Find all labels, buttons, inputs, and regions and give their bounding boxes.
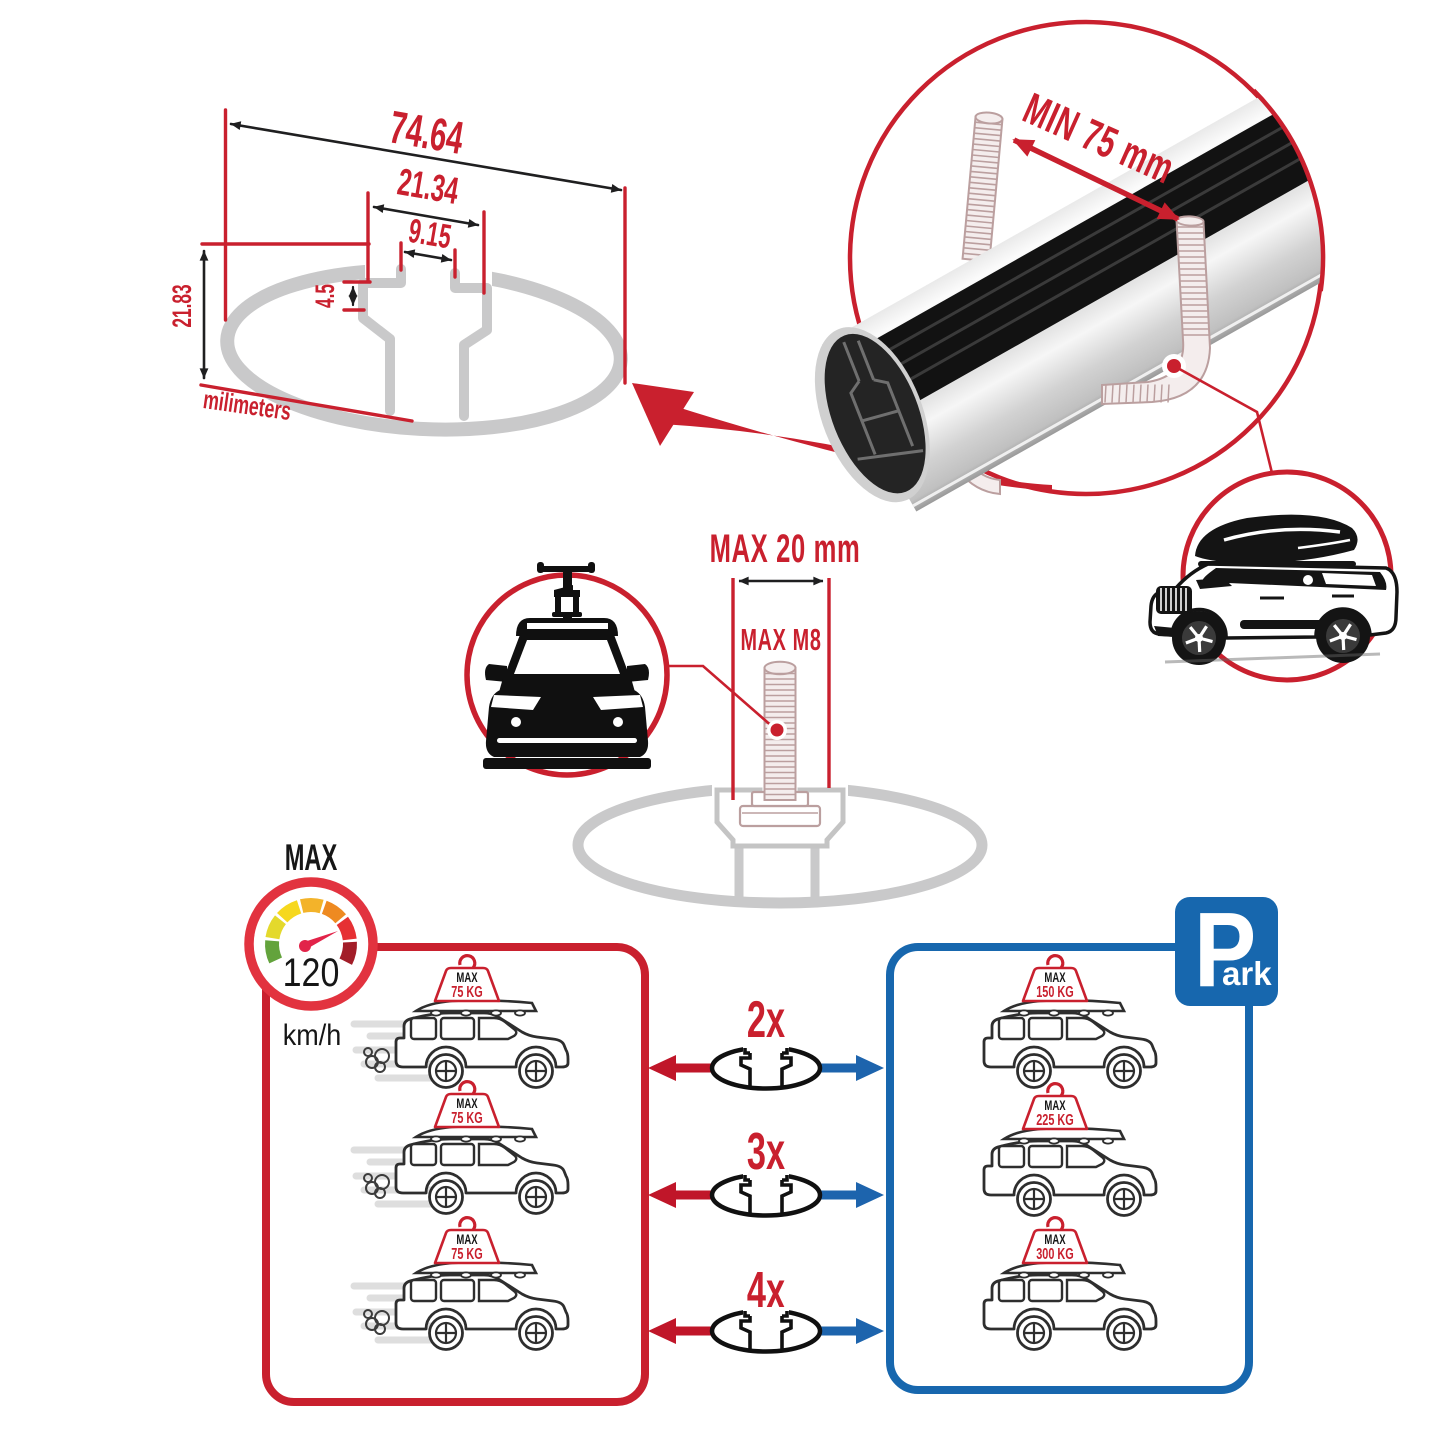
svg-text:MAX: MAX (1044, 1231, 1065, 1247)
svg-text:MAX M8: MAX M8 (741, 621, 822, 657)
svg-text:300 KG: 300 KG (1036, 1245, 1073, 1263)
svg-text:75 KG: 75 KG (451, 983, 482, 1001)
svg-text:MAX: MAX (456, 1095, 477, 1111)
svg-text:ark: ark (1222, 955, 1272, 992)
svg-text:120: 120 (283, 949, 340, 994)
svg-text:MAX: MAX (456, 969, 477, 985)
svg-text:MAX 20 mm: MAX 20 mm (710, 527, 861, 571)
svg-text:75 KG: 75 KG (451, 1109, 482, 1127)
svg-text:MAX: MAX (1044, 969, 1065, 985)
svg-text:74.64: 74.64 (386, 102, 468, 165)
svg-text:MAX: MAX (1044, 1097, 1065, 1113)
svg-text:21.83: 21.83 (166, 284, 197, 327)
svg-text:225 KG: 225 KG (1036, 1111, 1073, 1129)
svg-text:75 KG: 75 KG (451, 1245, 482, 1263)
svg-text:km/h: km/h (283, 1019, 341, 1053)
svg-text:9.15: 9.15 (406, 212, 454, 257)
svg-text:MAX: MAX (456, 1231, 477, 1247)
svg-text:P: P (1194, 892, 1256, 1010)
svg-text:MAX: MAX (285, 837, 338, 879)
svg-text:150 KG: 150 KG (1036, 983, 1073, 1001)
svg-text:2x: 2x (747, 991, 786, 1049)
svg-text:21.34: 21.34 (395, 160, 462, 212)
svg-text:4.5: 4.5 (309, 284, 340, 308)
